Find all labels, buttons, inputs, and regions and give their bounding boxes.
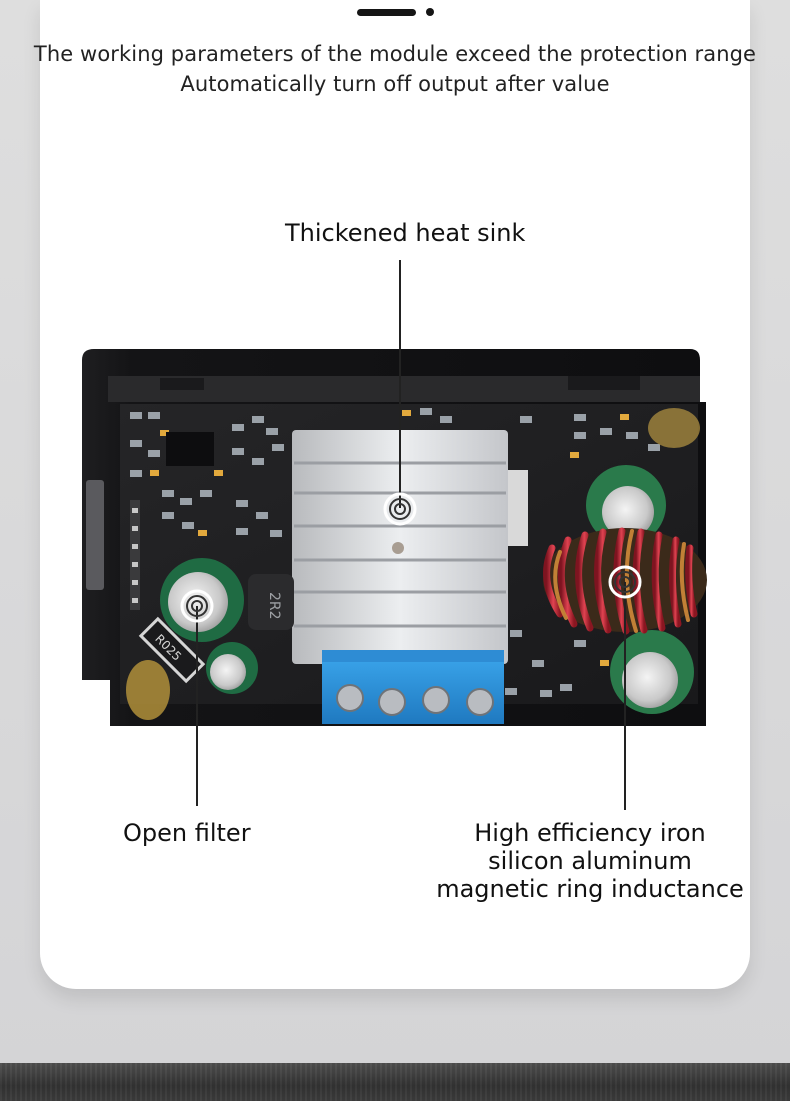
next-section-preview: [0, 1063, 790, 1101]
heat-sink-label: Thickened heat sink: [285, 219, 526, 247]
inductance-label: High efficiency iron silicon aluminum ma…: [433, 819, 747, 903]
intro-text: The working parameters of the module exc…: [0, 39, 790, 99]
slide-indicator-dot[interactable]: [426, 8, 434, 16]
active-slide-indicator[interactable]: [357, 8, 416, 16]
inductance-label-line-1: High efficiency iron: [474, 819, 706, 847]
carousel-indicator: [357, 8, 434, 16]
intro-line-2: Automatically turn off output after valu…: [180, 72, 610, 96]
open-filter-label: Open filter: [123, 819, 251, 847]
intro-line-1: The working parameters of the module exc…: [33, 42, 757, 66]
inductance-label-line-3: magnetic ring inductance: [436, 875, 744, 903]
inductance-label-line-2: silicon aluminum: [488, 847, 692, 875]
